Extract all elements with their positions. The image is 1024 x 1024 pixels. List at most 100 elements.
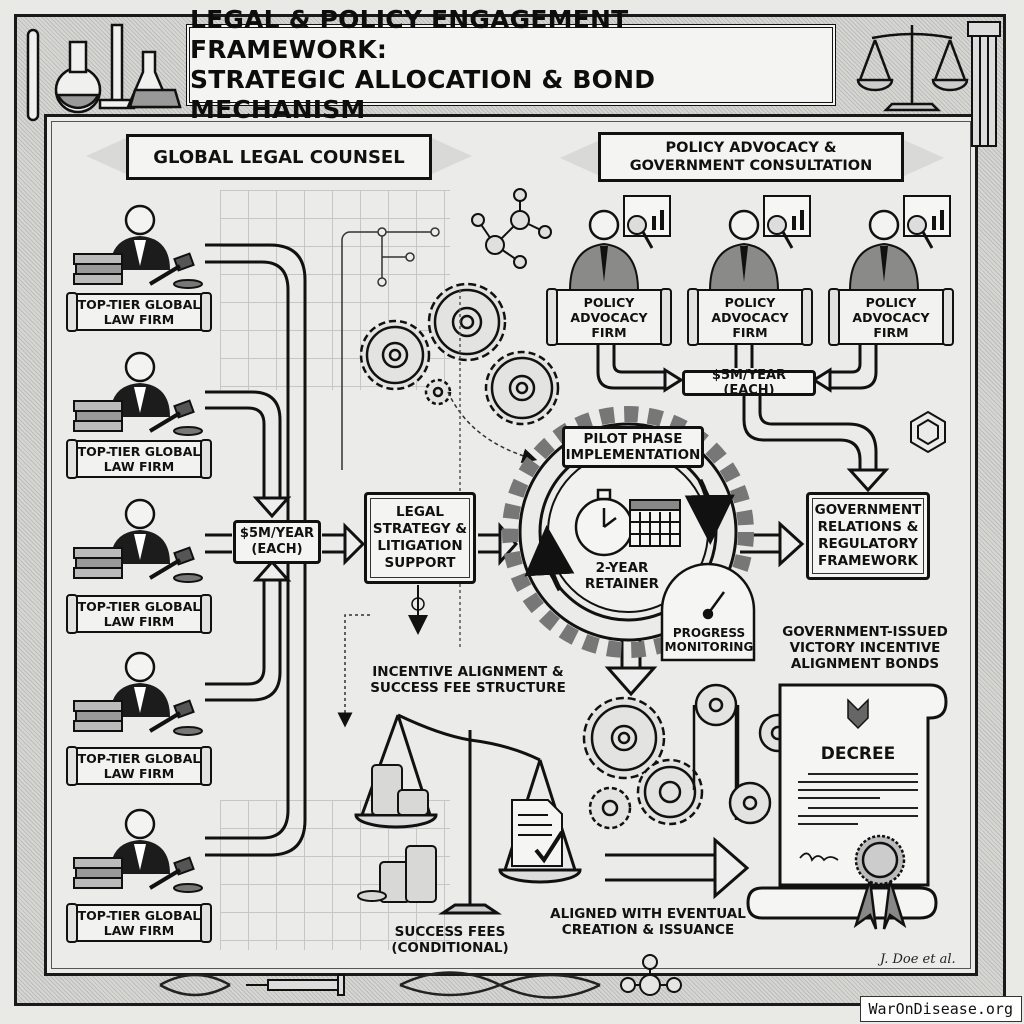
title-banner: LEGAL & POLICY ENGAGEMENT FRAMEWORK: STR… (186, 5, 836, 124)
law-firm-label-line-2: LAW FIRM (103, 459, 175, 474)
pilot-phase-line-1: PILOT PHASE (583, 431, 683, 447)
title-line-1: LEGAL & POLICY ENGAGEMENT FRAMEWORK: (190, 5, 629, 64)
government-relations-line-3: REGULATORY (818, 536, 918, 552)
scales-of-justice-icon (856, 25, 969, 112)
advocate-icon (848, 195, 951, 291)
government-relations-line-4: FRAMEWORK (818, 553, 918, 569)
policy-fee-box: $5M/YEAR (EACH) (682, 368, 816, 398)
benzene-ring-icon (910, 410, 946, 454)
progress-monitoring-label: PROGRESS MONITORING (662, 626, 756, 654)
gear-icon (582, 696, 704, 830)
bonds-heading: GOVERNMENT-ISSUED VICTORY INCENTIVE ALIG… (770, 624, 960, 672)
signature-scribble (799, 852, 839, 862)
retainer-line-1: 2-YEAR (595, 560, 649, 576)
law-firm-label-line-1: TOP-TIER GLOBAL (77, 297, 201, 312)
policy-firm-label-line-3: FIRM (591, 324, 627, 340)
policy-firm-label: POLICY ADVOCACY FIRM (828, 288, 954, 346)
lawyer-icon (73, 651, 203, 736)
title-line-2: STRATEGIC ALLOCATION & BOND MECHANISM (190, 65, 656, 124)
monitoring-line-1: PROGRESS (672, 626, 746, 640)
aligned-line-1: ALIGNED WITH EVENTUAL (550, 906, 746, 922)
eagle-seal-icon (847, 698, 869, 730)
artist-signature: J. Doe et al. (880, 952, 956, 967)
legal-strategy-line-3: LITIGATION (377, 538, 463, 554)
decree-title: DECREE (820, 744, 896, 764)
success-fees-line-1: SUCCESS FEES (394, 924, 506, 940)
law-firm-label-line-2: LAW FIRM (103, 614, 175, 629)
pilot-phase-label: PILOT PHASE IMPLEMENTATION (562, 426, 704, 468)
policy-firm-label: POLICY ADVOCACY FIRM (687, 288, 813, 346)
document-checkmark-icon (511, 799, 564, 867)
policy-firm-label-line-3: FIRM (873, 324, 909, 340)
section-heading-policy-line-2: GOVERNMENT CONSULTATION (629, 158, 873, 174)
watermark: WarOnDisease.org (859, 996, 1022, 1022)
flow-pipes-policy (596, 345, 890, 900)
government-relations-line-1: GOVERNMENT (814, 502, 922, 518)
policy-fee-text: $5M/YEAR (EACH) (711, 368, 787, 398)
law-firm-label-line-2: LAW FIRM (103, 923, 175, 938)
law-firm-label: TOP-TIER GLOBAL LAW FIRM (66, 746, 212, 786)
section-heading-legal-text: GLOBAL LEGAL COUNSEL (153, 146, 405, 168)
lawyer-figures (73, 204, 203, 893)
policy-firm-label-line-2: ADVOCACY (711, 309, 789, 325)
advocate-icon (708, 195, 811, 291)
ribbon-tail-right (904, 140, 944, 176)
success-fees-line-2: (CONDITIONAL) (391, 940, 509, 956)
section-heading-policy: POLICY ADVOCACY & GOVERNMENT CONSULTATIO… (598, 132, 904, 182)
policy-advocate-figures (568, 195, 951, 291)
law-firm-label-line-2: LAW FIRM (103, 312, 175, 327)
legal-strategy-box: LEGAL STRATEGY & LITIGATION SUPPORT (364, 492, 476, 584)
advocate-icon (568, 195, 671, 291)
law-firm-label-line-1: TOP-TIER GLOBAL (77, 444, 201, 459)
dna-helix-icon (159, 971, 601, 999)
law-firm-label: TOP-TIER GLOBAL LAW FIRM (66, 903, 212, 943)
law-firm-label-line-1: TOP-TIER GLOBAL (77, 599, 201, 614)
monitoring-line-2: MONITORING (664, 640, 754, 654)
law-firm-label: TOP-TIER GLOBAL LAW FIRM (66, 594, 212, 634)
law-firm-label-line-1: TOP-TIER GLOBAL (77, 751, 201, 766)
lawyer-icon (73, 498, 203, 583)
law-firm-label: TOP-TIER GLOBAL LAW FIRM (66, 292, 212, 332)
gauge-icon (660, 562, 756, 662)
coin-stack-icon (357, 764, 437, 903)
section-heading-policy-line-1: POLICY ADVOCACY & (665, 140, 837, 156)
policy-firm-label: POLICY ADVOCACY FIRM (546, 288, 672, 346)
ribbon-tail-left (560, 140, 600, 176)
retainer-label: 2-YEAR RETAINER (582, 560, 662, 592)
government-relations-box: GOVERNMENT RELATIONS & REGULATORY FRAMEW… (806, 492, 930, 580)
ribbon-tail-left (86, 138, 126, 174)
bonds-heading-line-1: GOVERNMENT-ISSUED (782, 624, 948, 640)
lawyer-icon (73, 204, 203, 289)
gear-icon (359, 282, 560, 426)
government-relations-line-2: RELATIONS & (817, 519, 919, 535)
wax-seal-icon (853, 834, 907, 930)
legal-fee-line-1: $5M/YEAR (239, 526, 315, 541)
aligned-line-2: CREATION & ISSUANCE (561, 922, 735, 938)
policy-firm-label-line-3: FIRM (732, 324, 768, 340)
ribbon-tail-right (432, 138, 472, 174)
lawyer-icon (73, 808, 203, 893)
molecule-icon (471, 188, 552, 269)
law-firm-label: TOP-TIER GLOBAL LAW FIRM (66, 439, 212, 479)
law-firm-label-line-1: TOP-TIER GLOBAL (77, 908, 201, 923)
incentive-heading-line-1: INCENTIVE ALIGNMENT & (372, 664, 564, 680)
decree-text-lines (798, 773, 918, 825)
legal-strategy-line-2: STRATEGY & (372, 521, 468, 537)
policy-firm-label-line-2: ADVOCACY (570, 309, 648, 325)
bonds-heading-line-2: VICTORY INCENTIVE (789, 640, 941, 656)
lawyer-icon (73, 351, 203, 436)
policy-firm-label-line-1: POLICY (583, 294, 635, 310)
policy-firm-label-line-1: POLICY (724, 294, 776, 310)
policy-firm-label-line-1: POLICY (865, 294, 917, 310)
column-icon (967, 21, 1001, 147)
incentive-heading: INCENTIVE ALIGNMENT & SUCCESS FEE STRUCT… (348, 664, 588, 696)
syringe-icon (246, 974, 345, 996)
legal-fee-line-2: (EACH) (251, 542, 303, 557)
molecule-icon (620, 954, 682, 996)
bonds-heading-line-3: ALIGNMENT BONDS (790, 656, 940, 672)
legal-fee-box: $5M/YEAR (EACH) (233, 520, 321, 564)
success-fees-label: SUCCESS FEES (CONDITIONAL) (380, 924, 520, 956)
section-heading-legal: GLOBAL LEGAL COUNSEL (126, 134, 432, 180)
legal-strategy-line-4: SUPPORT (384, 555, 456, 571)
